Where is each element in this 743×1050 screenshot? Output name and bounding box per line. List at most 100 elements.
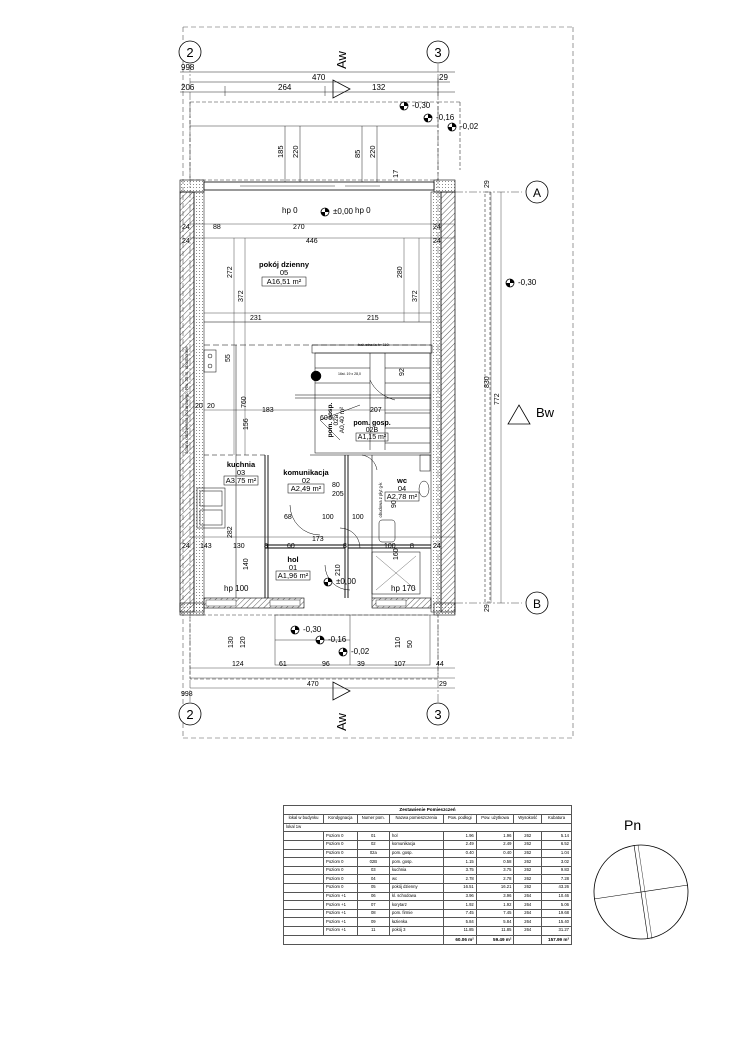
sill-heights: hp 0 hp 0 hp 100 hp 170 [224,206,416,593]
table-cell: 08 [356,908,390,919]
dim-label: 100 [322,514,334,521]
stair-note: 16st. 19 x 28,0 [338,372,361,376]
dim-label: 60 [287,543,295,550]
table-cell: 1.96 [475,831,515,841]
table-cell: Poziom 0 [323,857,358,867]
total-floor-area: 60.06 m² [442,934,477,945]
dim-label: 29 [439,73,448,82]
room-area: A0,40 m² [339,406,346,433]
room-schedule-table: Zestawienie Pomieszczeń lokal w budynku … [282,804,572,945]
dim-label: 372 [412,290,419,302]
dim-label: 20 [207,403,215,410]
dim-label: 107 [394,661,406,668]
dim-label: 470 [312,73,326,82]
table-cell: 11.85 [475,926,515,936]
table-group-row: lokal 1w [283,822,572,833]
table-cell [282,865,325,876]
axis-label: B [533,597,541,611]
dim-label: 96 [322,661,330,668]
table-cell [282,900,325,910]
section-mark-aw-top: Aw [332,50,351,99]
grid-bubble-2-bottom: 2 [178,702,202,726]
level-marker: -0,16 [315,635,347,645]
table-cell [282,874,325,884]
level-marker: ±0,00 [323,577,357,587]
wc-fixtures [371,454,431,595]
building-walls [179,179,456,616]
dim-label: 24 [182,238,190,245]
table-cell: pom. firmie [388,908,444,919]
room-schedule: Zestawienie Pomieszczeń lokal w budynku … [282,804,572,945]
dim-label: 143 [200,543,212,550]
table-cell [282,908,325,919]
level-marker: -0,02 [338,647,370,657]
grid-bubble-2-top: 2 [178,40,202,64]
dim-label: 80 [332,482,340,489]
table-cell: Poziom +1 [323,926,358,936]
table-cell: 3.02 [541,857,572,867]
room-number: 05 [280,268,288,277]
dim-label: 470 [307,681,319,688]
dim-label: 24 [433,543,441,550]
dim-label: 90 [391,500,398,508]
room-tag-hol: hol 01 A1,96 m² [275,555,311,581]
room-area: A2,49 m² [291,484,322,493]
table-cell [282,882,325,893]
staircase: balustrada h=110 16st. 19 x 28,0 [310,342,431,454]
room-tag-wc: wc 04 A2,78 m² [384,476,420,502]
dim-label: 210 [335,564,342,576]
dim-label: 68 [284,514,292,521]
table-cell: 10.46 [541,891,572,902]
dim-label: 130 [233,543,245,550]
axis-label: 3 [434,45,441,60]
level-label: ±0,00 [336,577,357,586]
dim-label: 160 [393,548,400,560]
col-header: Pow. użytkowa [475,814,515,824]
table-cell: 04 [356,874,390,884]
level-label: -0,02 [460,122,479,131]
section-label: Aw [334,50,349,68]
table-caption: Zestawienie Pomieszczeń [283,804,572,816]
table-cell: Poziom 0 [323,848,358,859]
table-cell: 1.04 [541,848,572,859]
dim-label: 372 [238,290,245,302]
room-tag-komunikacja: komunikacja 02 A2,49 m² [283,468,330,494]
table-cell: 02B [356,857,390,867]
room-number: 03 [237,468,245,477]
table-cell: 1.92 [442,900,477,910]
dim-label: 88 [213,224,221,231]
room-area: A2,78 m² [387,492,418,501]
room-number: 02a [333,414,340,425]
col-header: Kubatura [541,814,572,824]
dim-label: 760 [241,396,248,408]
section-mark-aw-bottom: Aw [332,681,351,731]
room-tag-kuchnia: kuchnia 03 A3,75 m² [223,460,259,486]
table-cell: 06 [356,891,390,902]
sill-height-label: hp 100 [224,584,249,593]
sill-height-label: hp 0 [355,206,371,215]
table-cell: 262 [513,857,543,867]
table-cell: 16.21 [475,882,515,893]
dim-label: 39 [357,661,365,668]
room-name: pom. gosp. [327,402,334,437]
table-cell: 02 [356,839,390,850]
table-header-row: lokal w budynku Kondygnacja Numer pom. N… [282,814,572,824]
table-cell: 3.96 [442,891,477,902]
kitchen-fixtures [196,349,226,529]
table-cell: łazienka [388,917,444,927]
col-header: lokal w budynku [282,814,325,824]
axis-label: 2 [186,707,193,722]
grid-bubble-b: B [525,591,549,615]
level-label: -0,16 [436,113,455,122]
sill-height-label: hp 170 [391,584,416,593]
dim-label: 830 [484,376,491,388]
dim-label: 215 [367,315,379,322]
dim-label: 272 [227,266,234,278]
table-cell: 0.40 [442,848,477,859]
